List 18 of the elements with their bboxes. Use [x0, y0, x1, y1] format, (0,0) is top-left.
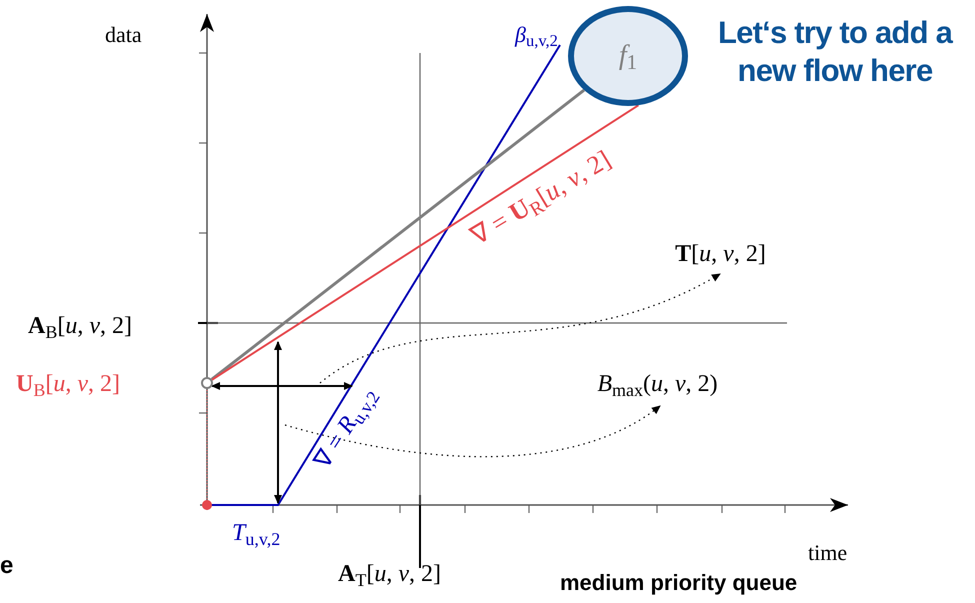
callout-text: Let‘s try to add a new flow here: [716, 14, 954, 90]
math-label: B$_{max}$(u, v, 2): [550, 364, 765, 404]
leader-line: [320, 273, 721, 384]
flow-line: [210, 88, 586, 380]
math-label: T[u, v, 2]: [648, 236, 793, 272]
burst-point: [201, 377, 213, 389]
leader-line: [284, 405, 661, 458]
axis-value-label: U$_{B}$[u, v, 2]: [16, 370, 120, 402]
axis-value-label: A$_{B}$[u, v, 2]: [28, 312, 132, 344]
math-label: β$_{u,v,2}$: [515, 21, 558, 51]
axis-label: data: [105, 21, 142, 49]
queue-caption: medium priority queue: [560, 569, 798, 597]
axis-value-label: T$_{u,v,2}$: [232, 519, 280, 550]
caption-fragment: e: [0, 551, 14, 581]
axis-label: time: [808, 539, 848, 567]
flow-ellipse: f$_{1}$: [568, 6, 688, 106]
axis-value-label: A$_{T}$[u, v, 2]: [338, 560, 441, 592]
rate-line: [212, 104, 639, 381]
